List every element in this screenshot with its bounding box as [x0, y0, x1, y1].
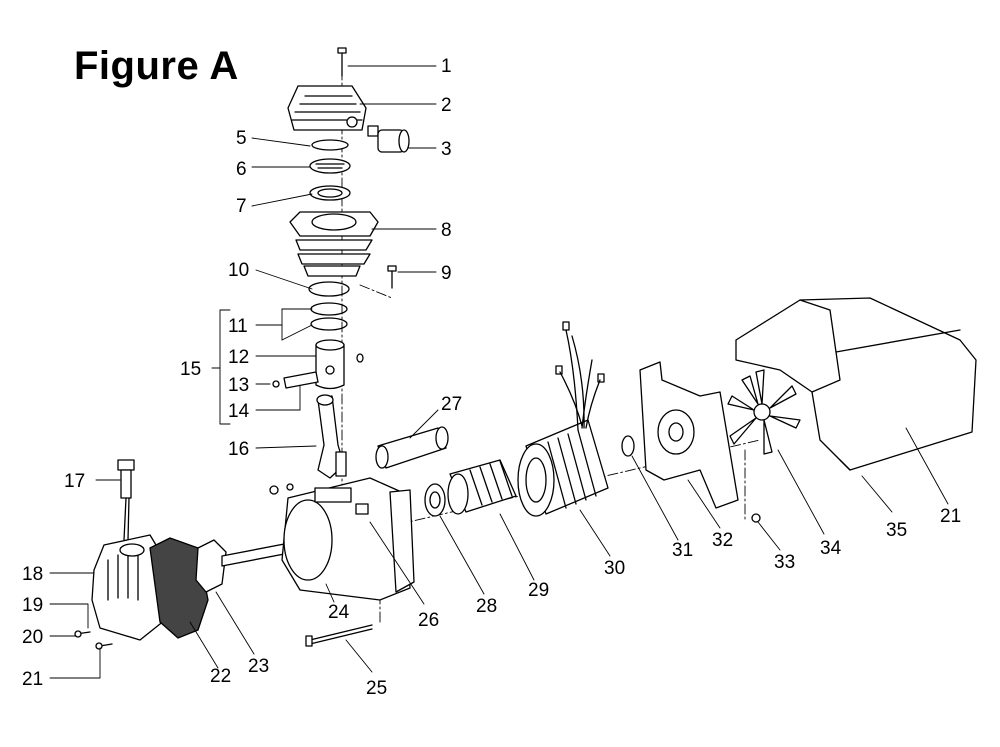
- callout-24: 24: [328, 602, 350, 623]
- part-screw-top: [337, 47, 347, 77]
- part-piston: [272, 339, 364, 390]
- part-wires: [555, 321, 605, 431]
- part-bearing: [424, 483, 446, 517]
- callout-21b: 21: [940, 506, 961, 527]
- part-long-bolt: [305, 624, 373, 647]
- callout-34: 34: [820, 538, 842, 559]
- part-fan: [727, 369, 801, 455]
- part-gasket-cover: [149, 537, 209, 639]
- part-connecting-rod: [316, 394, 347, 479]
- callout-23: 23: [248, 656, 269, 677]
- part-end-bracket: [639, 361, 739, 509]
- part-cylinder: [289, 211, 379, 277]
- callout-8: 8: [441, 220, 452, 241]
- part-stator: [517, 419, 609, 517]
- callout-6: 6: [236, 159, 247, 180]
- callout-29: 29: [528, 580, 549, 601]
- callout-16: 16: [228, 439, 249, 460]
- callout-32: 32: [712, 530, 733, 551]
- callout-9: 9: [441, 263, 452, 284]
- callout-12: 12: [228, 347, 249, 368]
- part-capacitor: [375, 426, 449, 469]
- callout-25: 25: [366, 678, 387, 699]
- callout-22: 22: [210, 666, 231, 687]
- callout-3: 3: [441, 139, 452, 160]
- callout-17: 17: [64, 471, 85, 492]
- part-fitting: [367, 125, 410, 153]
- part-bearing-small: [621, 435, 635, 457]
- callout-26: 26: [418, 610, 439, 631]
- part-screws-cover: [74, 630, 113, 650]
- callout-2: 2: [441, 95, 452, 116]
- callout-11: 11: [228, 316, 248, 337]
- part-nuts: [269, 483, 294, 495]
- part-cylinder-head: [287, 85, 367, 131]
- callout-1: 1: [441, 56, 452, 77]
- callout-5: 5: [236, 128, 247, 149]
- part-valve-plates: [309, 139, 351, 201]
- callout-18: 18: [22, 564, 43, 585]
- callout-14: 14: [228, 401, 250, 422]
- part-rotor: [447, 459, 517, 515]
- part-dipstick: [117, 459, 135, 541]
- callout-28: 28: [476, 596, 497, 617]
- callout-31: 31: [672, 540, 693, 561]
- callout-13: 13: [228, 375, 249, 396]
- callout-21a: 21: [22, 669, 43, 690]
- part-crankcase: [281, 477, 415, 601]
- callout-20: 20: [22, 627, 43, 648]
- callout-19: 19: [22, 595, 43, 616]
- part-bolt-small: [387, 265, 397, 289]
- callout-7: 7: [236, 196, 247, 217]
- callout-leader-lines: [49, 65, 949, 679]
- callout-15: 15: [180, 359, 201, 380]
- part-rings: [308, 281, 350, 331]
- callout-33: 33: [774, 552, 795, 573]
- callout-27: 27: [441, 394, 462, 415]
- figure-title: Figure A: [74, 44, 239, 88]
- callout-35: 35: [886, 520, 907, 541]
- part-nut: [751, 513, 761, 523]
- callout-10: 10: [228, 260, 249, 281]
- callout-30: 30: [604, 558, 625, 579]
- callout-labels: 1 2 3 5 6 7 8 9 10 11 12 13 14 15 16 17 …: [22, 56, 961, 699]
- part-shroud: [735, 297, 977, 471]
